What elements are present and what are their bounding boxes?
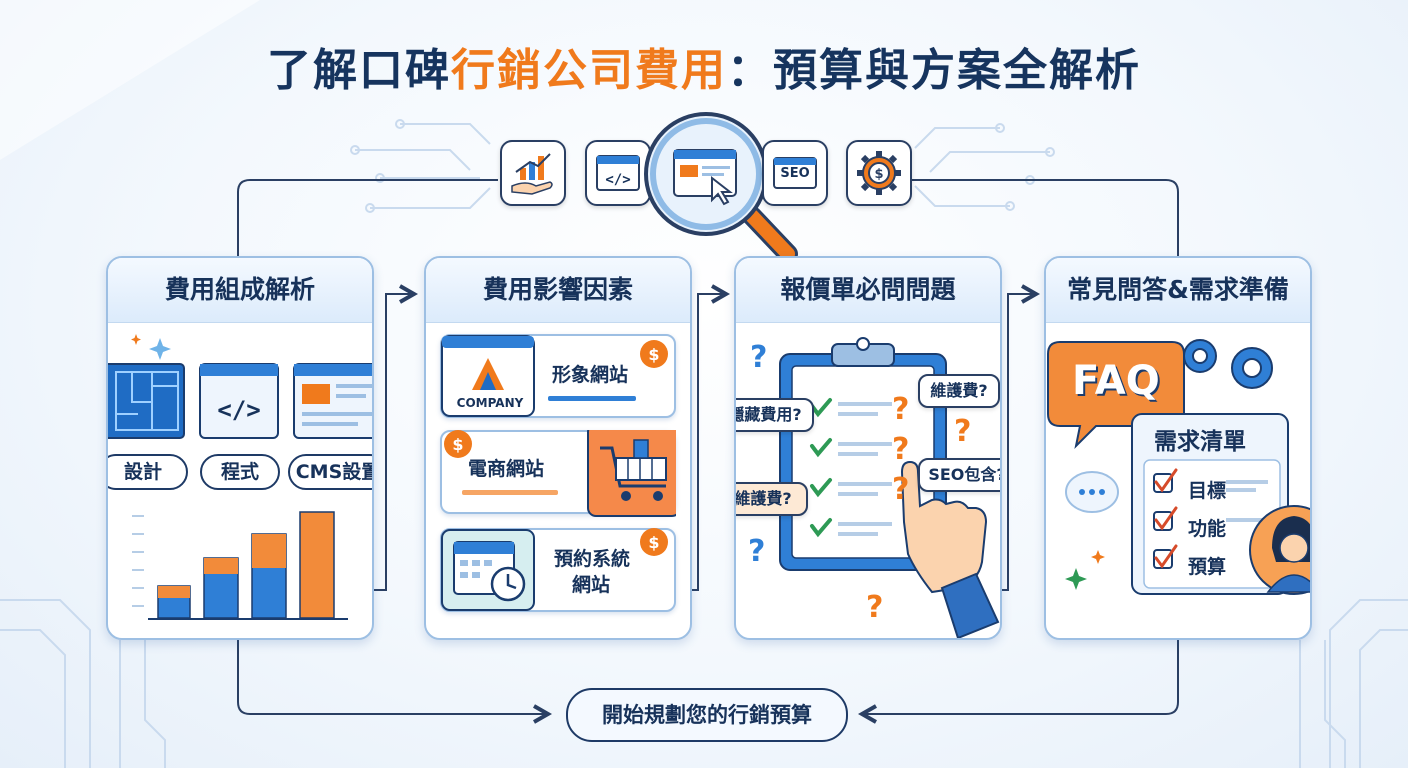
bubble-hidden-fees: 隱藏費用? bbox=[736, 398, 814, 432]
svg-text:$: $ bbox=[452, 435, 463, 454]
seo-label: SEO bbox=[780, 166, 810, 181]
blueprint-icon bbox=[108, 363, 185, 439]
svg-text:</>: </> bbox=[217, 396, 260, 424]
checklist-item-goal: 目標 bbox=[1188, 480, 1227, 502]
faq-illustration bbox=[1047, 339, 1310, 595]
card-title: 費用影響因素 bbox=[426, 258, 690, 323]
cost-bar-chart bbox=[132, 511, 348, 620]
item-label: 電商網站 bbox=[468, 458, 545, 480]
seo-window-icon: SEO bbox=[762, 140, 828, 206]
pill-cms: CMS設置 bbox=[288, 454, 372, 490]
card-title: 報價單必問問題 bbox=[736, 258, 1000, 323]
bubble-seo-included: SEO包含? bbox=[918, 458, 1000, 492]
question-mark-icon: ? bbox=[954, 414, 972, 449]
code-window-icon: </> bbox=[585, 140, 651, 206]
gear-icon bbox=[1231, 347, 1273, 389]
checklist-item-budget: 預算 bbox=[1188, 556, 1227, 578]
bubble-maintenance-fee: 維護費? bbox=[918, 374, 1000, 408]
magnifier-webpage-icon bbox=[640, 108, 810, 268]
question-mark-icon: ? bbox=[892, 432, 910, 467]
card-quote-questions: 報價單必問問題 ? ? ? ? ? ? ? 隱藏費用? 維護費? SEO包含? … bbox=[734, 256, 1002, 640]
bubble-maintenance-fee-2: 維護費? bbox=[736, 482, 808, 516]
item-booking-site: $ 預約系統 網站 bbox=[440, 528, 676, 612]
item-corporate-site: $ COMPANY 形象網站 bbox=[440, 334, 676, 418]
faq-label: FAQ bbox=[1072, 358, 1160, 404]
card-faq-preparation: 常見問答&需求準備 bbox=[1044, 256, 1312, 640]
chat-bubble-icon bbox=[1065, 471, 1119, 513]
svg-text:$: $ bbox=[648, 345, 659, 364]
item-ecommerce-site: $ 電商網站 bbox=[440, 430, 676, 517]
pill-programming: 程式 bbox=[200, 454, 280, 490]
dollar-gear-icon: $ bbox=[846, 140, 912, 206]
cms-window-icon bbox=[293, 363, 372, 439]
cost-breakdown-illustration: </> bbox=[108, 334, 372, 620]
svg-text:$: $ bbox=[648, 533, 659, 552]
item-label-line1: 預約系統 bbox=[554, 548, 631, 570]
title-highlight: 行銷公司費用 bbox=[451, 45, 727, 96]
card-cost-factors: 費用影響因素 $ COMPANY 形象網站 $ 電商網 bbox=[424, 256, 692, 640]
card-title: 費用組成解析 bbox=[108, 258, 372, 323]
clipboard-illustration bbox=[779, 337, 1000, 638]
svg-text:</>: </> bbox=[605, 172, 630, 188]
question-mark-icon: ? bbox=[748, 534, 766, 569]
item-label-line2: 網站 bbox=[572, 574, 611, 596]
avatar bbox=[1249, 505, 1310, 595]
question-mark-icon: ? bbox=[892, 392, 910, 427]
card-cost-breakdown: 費用組成解析 </> bbox=[106, 256, 374, 640]
checklist-item-features: 功能 bbox=[1188, 518, 1227, 540]
title-part-2: ：預算與方案全解析 bbox=[727, 45, 1141, 96]
checklist-title: 需求清單 bbox=[1154, 429, 1246, 455]
page-title: 了解口碑行銷公司費用：預算與方案全解析 bbox=[0, 34, 1408, 98]
card-title: 常見問答&需求準備 bbox=[1046, 258, 1310, 323]
question-mark-icon: ? bbox=[866, 590, 884, 625]
start-planning-button[interactable]: 開始規劃您的行銷預算 bbox=[566, 688, 848, 742]
svg-text:$: $ bbox=[874, 167, 883, 182]
gear-icon bbox=[1183, 339, 1217, 373]
question-mark-icon: ? bbox=[750, 340, 768, 375]
growth-hand-icon bbox=[500, 140, 566, 206]
item-label: 形象網站 bbox=[552, 364, 629, 386]
title-part-1: 了解口碑 bbox=[267, 45, 451, 96]
code-editor-icon: </> bbox=[199, 363, 279, 439]
question-mark-icon: ? bbox=[892, 472, 910, 507]
pill-design: 設計 bbox=[108, 454, 188, 490]
company-logo-text: COMPANY bbox=[456, 396, 524, 410]
